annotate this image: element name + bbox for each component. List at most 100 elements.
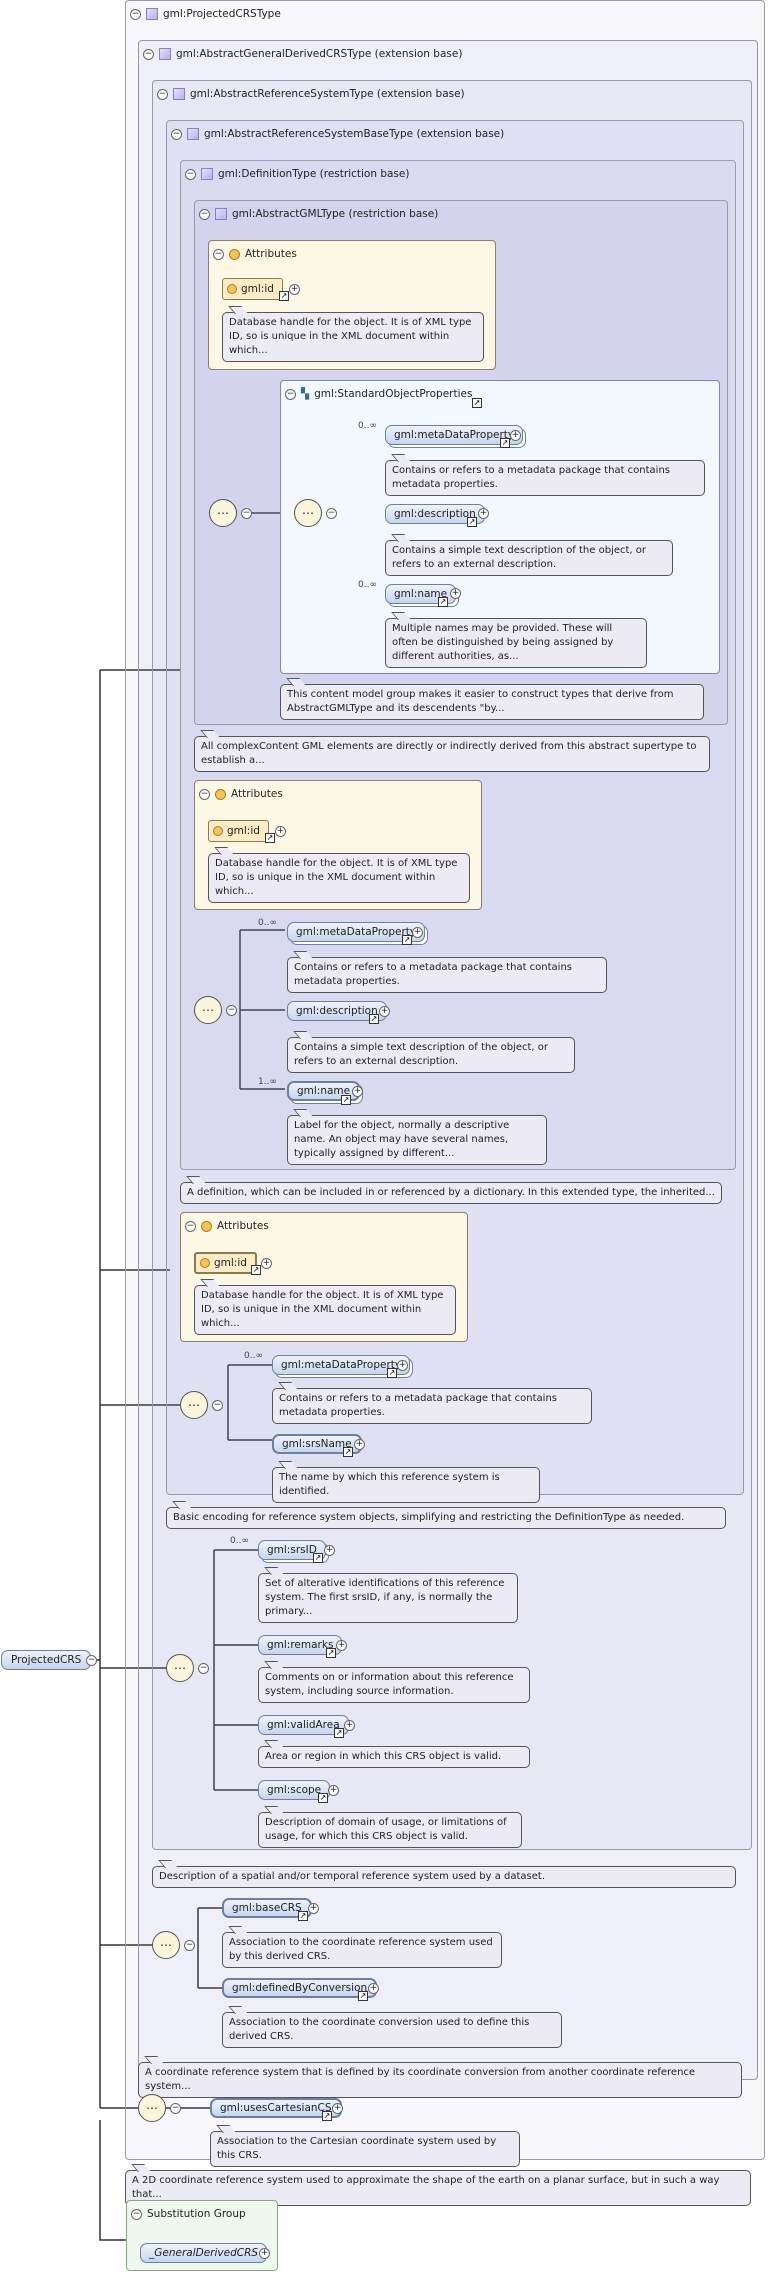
id-attribute[interactable]: gml:id (222, 278, 283, 300)
link-icon[interactable]: ↗ (279, 291, 289, 301)
description-element[interactable]: gml:description (287, 1001, 387, 1021)
link-icon[interactable]: ↗ (472, 398, 482, 408)
collapse-toggle-icon[interactable]: − (226, 1005, 237, 1016)
collapse-toggle-icon[interactable]: − (86, 1655, 97, 1666)
collapse-toggle-icon[interactable]: − (185, 168, 196, 180)
link-icon[interactable]: ↗ (343, 1447, 353, 1457)
defined-by-conversion-element[interactable]: gml:definedByConversion (222, 1978, 378, 1998)
link-icon[interactable]: ↗ (438, 597, 448, 607)
expand-icon[interactable]: + (324, 1545, 335, 1556)
sequence-icon: ⋯ (180, 1391, 208, 1419)
link-icon[interactable]: ↗ (387, 1368, 397, 1378)
collapse-toggle-icon[interactable]: − (199, 788, 210, 800)
expand-icon[interactable]: + (308, 1903, 319, 1914)
expand-icon[interactable]: + (261, 1258, 272, 1269)
abstract-gml-doc: All complexContent GML elements are dire… (194, 736, 710, 772)
collapse-toggle-icon[interactable]: − (199, 208, 210, 220)
collapse-toggle-icon[interactable]: − (171, 128, 182, 140)
id-attribute[interactable]: gml:id (194, 1252, 257, 1274)
scope-element[interactable]: gml:scope (258, 1780, 331, 1800)
attribute-group-icon (215, 788, 226, 800)
collapse-toggle-icon[interactable]: − (157, 88, 168, 100)
expand-icon[interactable]: + (397, 1360, 408, 1371)
attribute-group-icon (201, 1220, 212, 1232)
element-doc: Contains or refers to a metadata package… (272, 1388, 592, 1424)
uses-cartesian-cs-element[interactable]: gml:usesCartesianCS (210, 2098, 342, 2118)
reference-system-doc: Description of a spatial and/or temporal… (152, 1866, 736, 1888)
expand-icon[interactable]: + (368, 1983, 379, 1994)
collapse-toggle-icon[interactable]: − (130, 8, 141, 20)
type-title: gml:AbstractGeneralDerivedCRSType (exten… (176, 48, 463, 60)
sequence-icon: ⋯ (194, 996, 222, 1024)
attributes-label: Attributes (231, 788, 283, 800)
element-doc: Association to the coordinate reference … (222, 1932, 502, 1968)
collapse-toggle-icon[interactable]: − (213, 248, 224, 260)
expand-icon[interactable]: + (412, 927, 423, 938)
general-derived-crs-element[interactable]: _GeneralDerivedCRS (140, 2243, 268, 2263)
attribute-icon (227, 284, 237, 294)
expand-icon[interactable]: + (354, 1439, 365, 1450)
link-icon[interactable]: ↗ (358, 1991, 368, 2001)
collapse-toggle-icon[interactable]: − (143, 48, 154, 60)
link-icon[interactable]: ↗ (298, 1911, 308, 1921)
metadata-property-element[interactable]: gml:metaDataProperty (385, 425, 524, 445)
projected-crs-root-element[interactable]: ProjectedCRS (1, 1650, 92, 1670)
expand-icon[interactable]: + (352, 1086, 363, 1097)
link-icon[interactable]: ↗ (369, 1014, 379, 1024)
attribute-icon (200, 1258, 210, 1268)
type-title: gml:AbstractReferenceSystemBaseType (ext… (204, 128, 505, 140)
collapse-toggle-icon[interactable]: − (241, 508, 252, 519)
link-icon[interactable]: ↗ (467, 517, 477, 527)
collapse-toggle-icon[interactable]: − (212, 1400, 223, 1411)
link-icon[interactable]: ↗ (334, 1728, 344, 1738)
srs-id-element[interactable]: gml:srsID (258, 1540, 326, 1560)
expand-icon[interactable]: + (328, 1785, 339, 1796)
expand-icon[interactable]: + (289, 284, 300, 295)
expand-icon[interactable]: + (336, 1640, 347, 1651)
attribute-group-icon (229, 248, 240, 260)
collapse-toggle-icon[interactable]: − (326, 508, 337, 519)
expand-icon[interactable]: + (259, 2248, 270, 2259)
group-title: gml:StandardObjectProperties (314, 388, 473, 400)
complex-type-icon (173, 88, 185, 100)
sequence-icon: ⋯ (166, 1654, 194, 1682)
expand-icon[interactable]: + (478, 508, 489, 519)
collapse-toggle-icon[interactable]: − (198, 1663, 209, 1674)
metadata-property-element[interactable]: gml:metaDataProperty (287, 922, 426, 942)
link-icon[interactable]: ↗ (313, 1553, 323, 1563)
metadata-property-element[interactable]: gml:metaDataProperty (272, 1355, 411, 1375)
link-icon[interactable]: ↗ (402, 935, 412, 945)
occurrence-label: 0..∞ (258, 918, 277, 928)
link-icon[interactable]: ↗ (265, 833, 275, 843)
link-icon[interactable]: ↗ (318, 1793, 328, 1803)
remarks-element[interactable]: gml:remarks (258, 1635, 343, 1655)
base-crs-element[interactable]: gml:baseCRS (222, 1898, 312, 1918)
expand-icon[interactable]: + (344, 1720, 355, 1731)
expand-icon[interactable]: + (379, 1006, 390, 1017)
type-title: gml:DefinitionType (restriction base) (218, 168, 410, 180)
expand-icon[interactable]: + (450, 588, 461, 599)
expand-icon[interactable]: + (510, 430, 521, 441)
link-icon[interactable]: ↗ (500, 438, 510, 448)
element-doc: Contains a simple text description of th… (385, 540, 673, 576)
link-icon[interactable]: ↗ (251, 1265, 261, 1275)
description-element[interactable]: gml:description (385, 504, 485, 524)
reference-system-base-doc: Basic encoding for reference system obje… (166, 1507, 726, 1529)
element-doc: Area or region in which this CRS object … (258, 1746, 530, 1768)
occurrence-label: 0..∞ (358, 421, 377, 431)
collapse-toggle-icon[interactable]: − (184, 1940, 195, 1951)
link-icon[interactable]: ↗ (341, 1095, 351, 1105)
id-attribute[interactable]: gml:id (208, 820, 269, 842)
expand-icon[interactable]: + (275, 826, 286, 837)
collapse-toggle-icon[interactable]: − (285, 388, 296, 400)
valid-area-element[interactable]: gml:validArea (258, 1715, 349, 1735)
collapse-toggle-icon[interactable]: − (170, 2103, 181, 2114)
collapse-toggle-icon[interactable]: − (185, 1220, 196, 1232)
link-icon[interactable]: ↗ (322, 2111, 332, 2121)
collapse-toggle-icon[interactable]: − (131, 2208, 142, 2220)
link-icon[interactable]: ↗ (326, 1648, 336, 1658)
complex-type-icon (187, 128, 199, 140)
element-doc: Comments on or information about this re… (258, 1667, 530, 1703)
element-doc: Association to the Cartesian coordinate … (210, 2131, 520, 2167)
expand-icon[interactable]: + (332, 2103, 343, 2114)
